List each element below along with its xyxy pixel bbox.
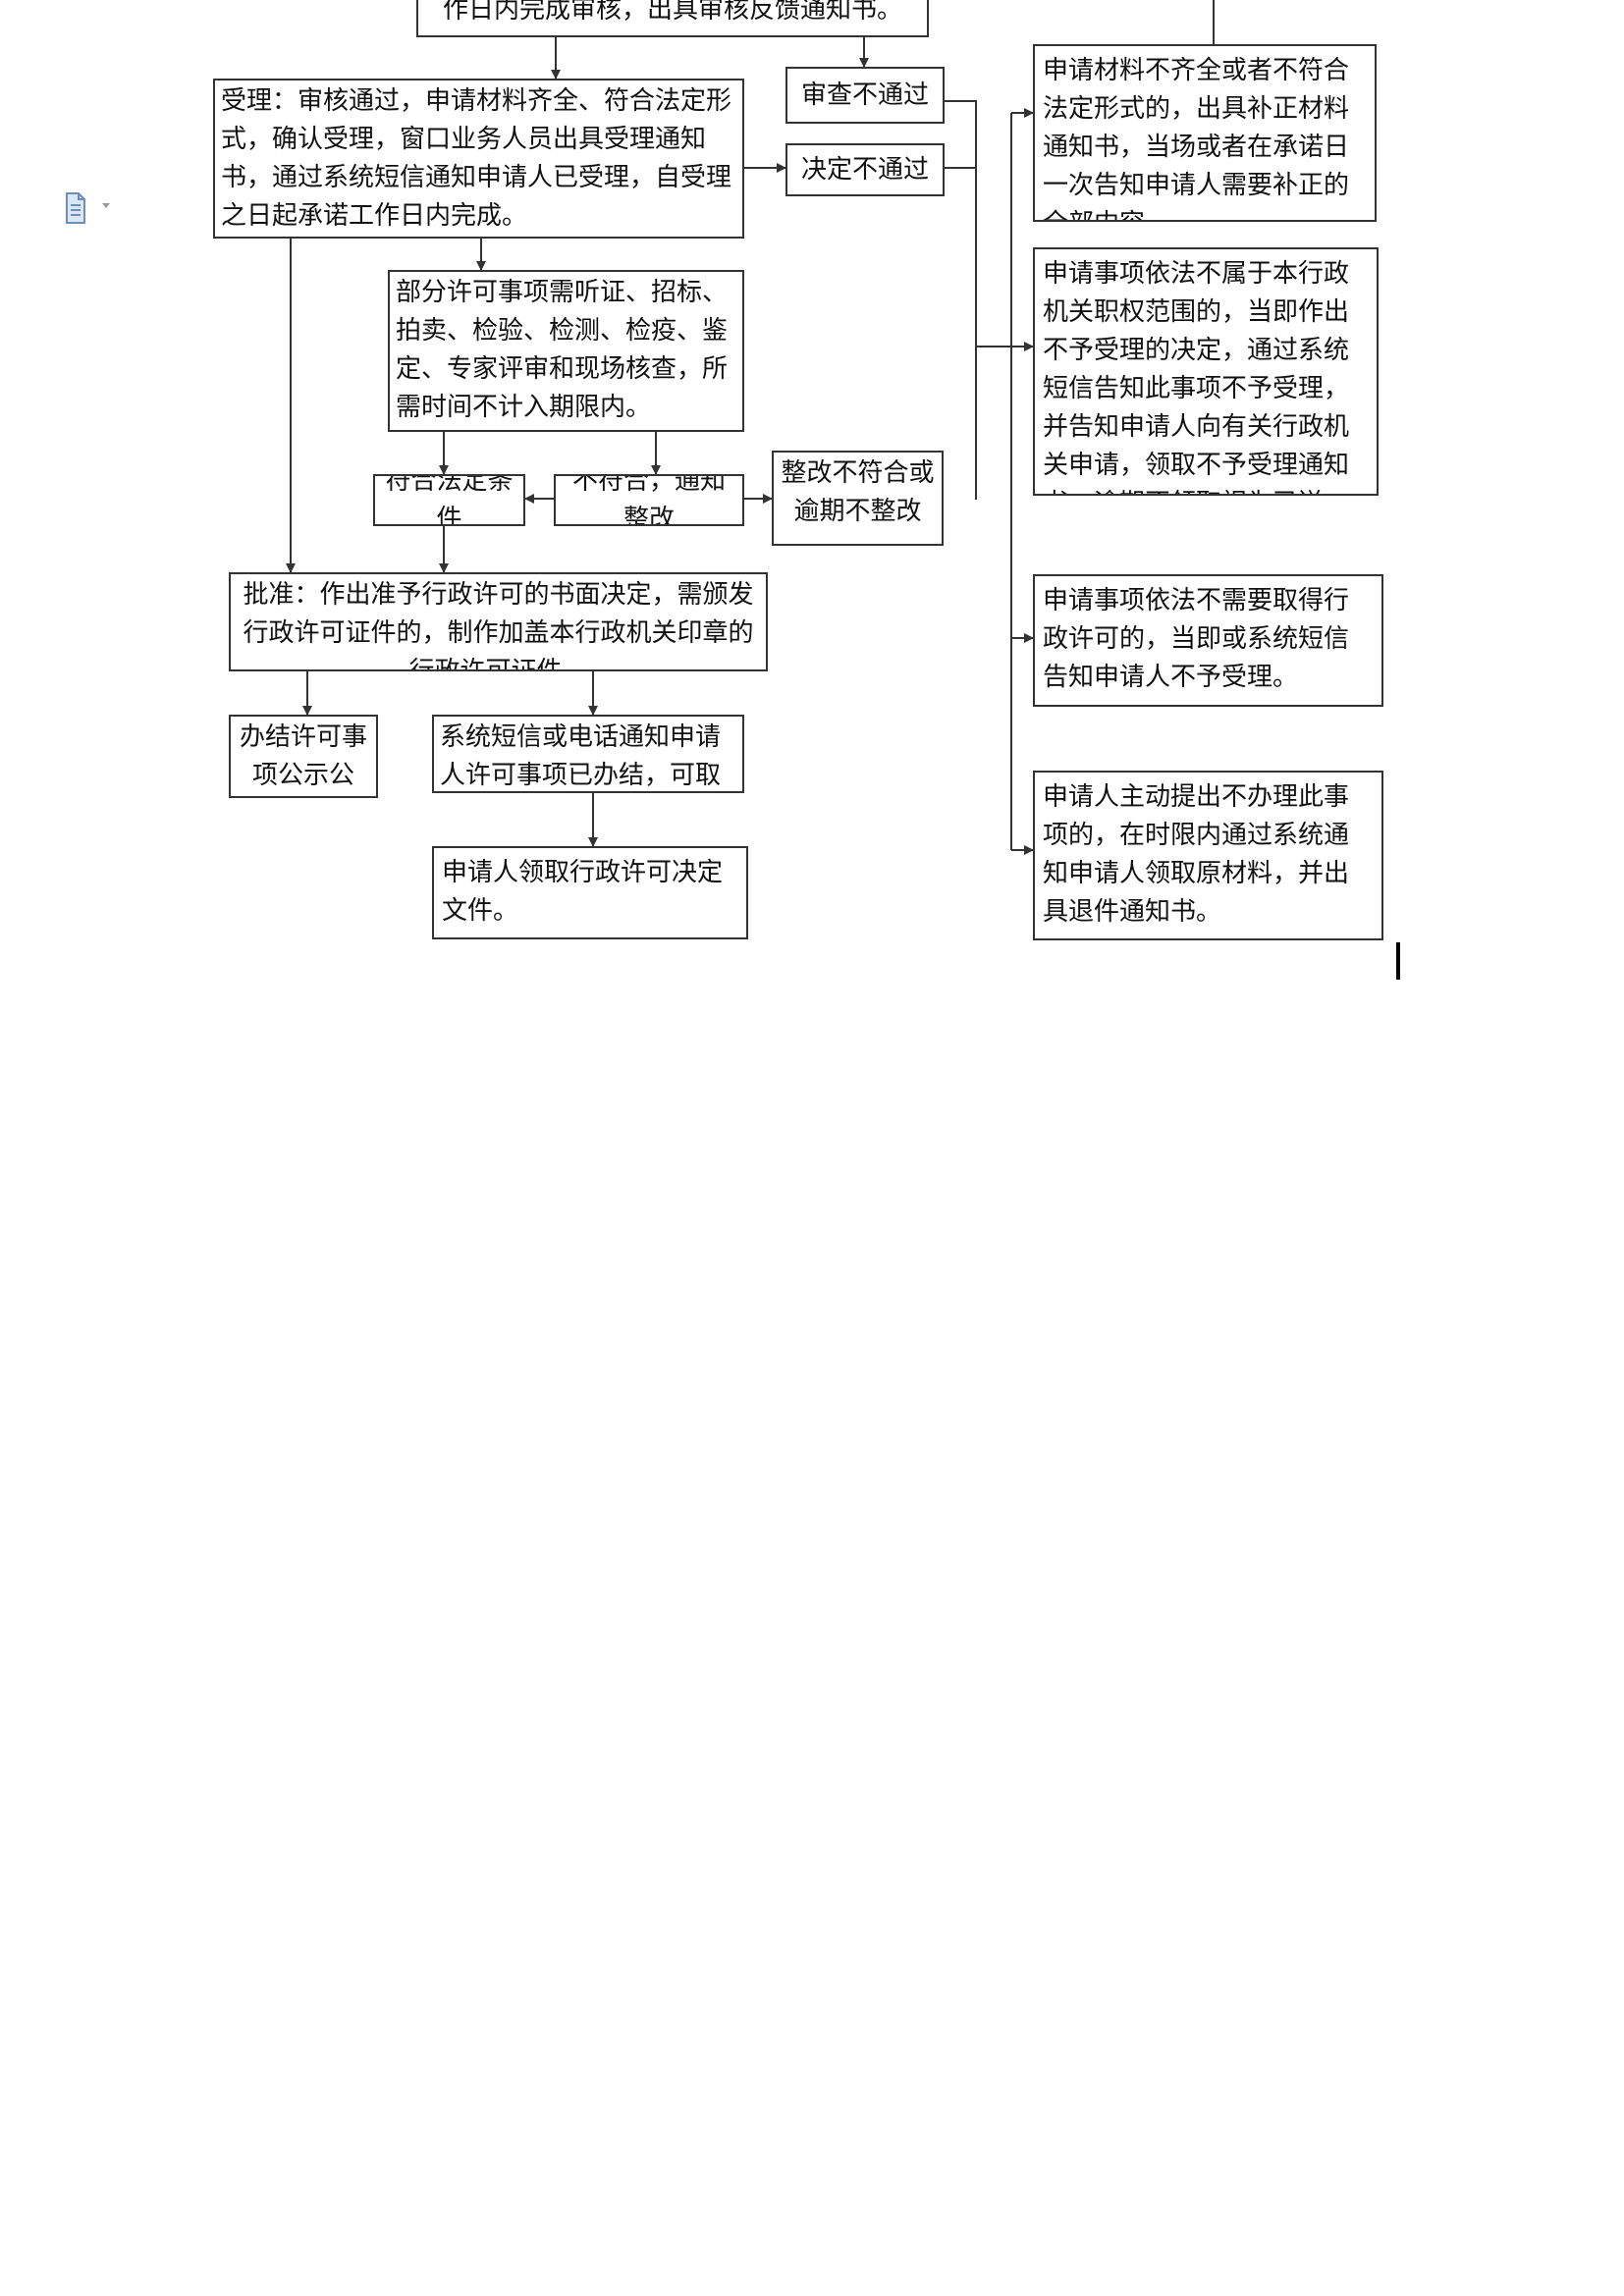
node-notify-pickup: 系统短信或电话通知申请人许可事项已办结，可取件。 [432,715,744,793]
node-special-procedures: 部分许可事项需听证、招标、拍卖、检验、检测、检疫、鉴定、专家评审和现场核查，所需… [388,270,744,432]
node-rectify-fail: 整改不符合或逾期不整改 [772,451,944,546]
node-review-fail: 审查不通过 [785,67,945,124]
node-top-review: 作日内完成审核，出具审核反馈通知书。 [416,0,929,37]
node-no-permit-needed: 申请事项依法不需要取得行政许可的，当即或系统短信告知申请人不予受理。 [1033,574,1383,707]
node-decision-fail: 决定不通过 [785,143,945,196]
node-collect-document: 申请人领取行政许可决定文件。 [432,846,748,939]
line-rectify-fail-out [975,347,977,500]
node-supplement-materials: 申请材料不齐全或者不符合法定形式的，出具补正材料通知书，当场或者在承诺日一次告知… [1033,44,1377,222]
node-not-meet-notify: 不符合，通知整改 [554,474,744,526]
node-accept: 受理：审核通过，申请材料齐全、符合法定形式，确认受理，窗口业务人员出具受理通知书… [213,79,744,239]
node-approve: 批准：作出准予行政许可的书面决定，需颁发行政许可证件的，制作加盖本行政机关印章的… [229,572,768,671]
text-cursor [1396,942,1400,980]
node-not-in-scope: 申请事项依法不属于本行政机关职权范围的，当即作出不予受理的决定，通过系统短信告知… [1033,247,1379,496]
line-review-fail-out [945,100,977,347]
page-icon[interactable] [63,191,122,225]
node-meets-conditions: 符合法定条件 [373,474,525,526]
node-publicize: 办结许可事项公示公开。 [229,715,378,798]
node-withdraw: 申请人主动提出不办理此事项的，在时限内通过系统通知申请人领取原材料，并出具退件通… [1033,771,1383,940]
